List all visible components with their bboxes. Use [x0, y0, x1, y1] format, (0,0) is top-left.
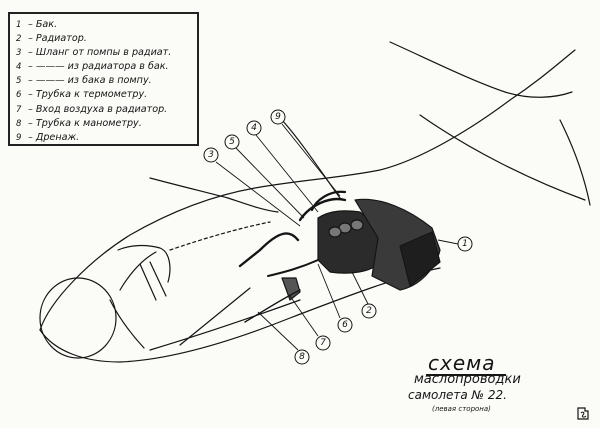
undercarriage-line	[179, 287, 251, 346]
thermometer-tube	[267, 259, 319, 277]
callout-label-9: 9	[275, 112, 281, 122]
leader-8	[257, 311, 299, 351]
callout-label-1: 1	[462, 239, 468, 249]
legend-item-2: 2 – Радиатор.	[16, 32, 197, 46]
propeller-blade-upper	[119, 251, 157, 291]
engine-mount	[139, 261, 167, 301]
legend-num: 3	[16, 48, 22, 59]
nose-spinner	[39, 277, 117, 359]
tail-plane	[419, 114, 586, 201]
callout-circle-1	[457, 236, 473, 252]
legend-text: – Дренаж.	[28, 131, 80, 143]
callout-circle-3	[203, 147, 219, 163]
legend-item-9: 9 – Дренаж.	[16, 131, 197, 145]
wing-leading-edge	[149, 177, 229, 199]
callout-label-5: 5	[229, 137, 235, 147]
leader-4	[255, 134, 319, 213]
legend-text: – Трубка к манометру.	[28, 117, 142, 129]
tail-plane-edge	[559, 119, 591, 206]
leader-2	[351, 271, 369, 305]
legend-num: 5	[16, 76, 22, 87]
leader-1	[437, 239, 459, 245]
archive-stamp-icon	[577, 407, 589, 420]
air-intake-scoop	[281, 277, 301, 301]
legend-item-8: 8 – Трубка к манометру.	[16, 117, 197, 131]
legend-text: – Трубка к термометру.	[28, 89, 148, 101]
legend-item-3: 3 – Шланг от помпы в радиат.	[16, 46, 197, 60]
hose-tank-to-pump	[238, 232, 300, 268]
legend-item-5: 5 – ——— из бака в помпу.	[16, 74, 197, 88]
legend-num: 9	[16, 132, 22, 143]
leader-7	[289, 295, 319, 337]
legend-text: – Радиатор.	[28, 33, 87, 45]
legend-text: – Бак.	[28, 19, 58, 30]
callout-circle-6	[337, 317, 353, 333]
legend-item-4: 4 – ——— из радиатора в бак.	[16, 60, 197, 74]
callout-label-2: 2	[366, 306, 372, 316]
legend-box: 1 – Бак. 2 – Радиатор. 3 – Шланг от помпы в…	[8, 12, 199, 146]
legend-text: – ——— из радиатора в бак.	[28, 61, 169, 73]
callout-circle-9	[270, 109, 286, 125]
legend-num: 1	[16, 20, 22, 30]
leader-9	[281, 123, 341, 197]
title-side-note: (левая сторона)	[432, 405, 491, 413]
title-main: схема	[428, 351, 496, 375]
callout-circle-4	[246, 120, 262, 136]
callout-label-7: 7	[320, 338, 326, 348]
legend-item-6: 6 – Трубка к термометру.	[16, 88, 197, 102]
leader-3	[215, 161, 301, 227]
wing-upper-surface	[227, 197, 279, 213]
callout-circle-5	[224, 134, 240, 150]
callout-circle-8	[294, 349, 310, 365]
fuselage-lower-outline	[39, 267, 441, 363]
title-subtitle: маслопроводки	[414, 372, 521, 387]
hose-radiator-to-tank	[310, 190, 347, 212]
drain-tube	[281, 119, 341, 199]
engine-cowling	[117, 244, 171, 283]
legend-item-7: 7 – Вход воздуха в радиатор.	[16, 103, 197, 117]
legend-list: 1 – Бак. 2 – Радиатор. 3 – Шланг от помпы в…	[10, 14, 197, 145]
manometer-tube	[244, 289, 301, 323]
legend-item-1: 1 – Бак.	[16, 18, 197, 32]
propeller-blade-lower	[109, 299, 145, 349]
callout-label-6: 6	[342, 320, 348, 330]
legend-num: 4	[16, 62, 22, 73]
callout-label-3: 3	[208, 150, 214, 160]
fuselage-panel-line	[169, 221, 271, 251]
callout-label-4: 4	[251, 123, 257, 133]
leader-5	[235, 147, 305, 219]
legend-num: 7	[16, 104, 22, 115]
legend-text: – ——— из бака в помпу.	[28, 75, 152, 87]
title-underline	[426, 374, 506, 376]
fuselage-outline	[39, 49, 576, 331]
leader-6	[317, 263, 341, 319]
tail-fin	[389, 41, 573, 98]
legend-text: – Шланг от помпы в радиат.	[28, 47, 172, 59]
callout-circle-7	[315, 335, 331, 351]
callout-label-8: 8	[299, 352, 305, 362]
legend-text: – Вход воздуха в радиатор.	[28, 103, 168, 115]
fuselage-keel-line	[149, 299, 301, 351]
callout-circle-2	[361, 303, 377, 319]
legend-num: 2	[16, 34, 22, 45]
oil-tank-front	[399, 231, 441, 287]
radiator-cap-3	[328, 226, 342, 238]
radiator-cap-2	[350, 219, 364, 231]
legend-num: 6	[16, 90, 22, 101]
legend-num: 8	[16, 118, 22, 129]
title-aircraft: самолета № 22.	[408, 388, 507, 402]
